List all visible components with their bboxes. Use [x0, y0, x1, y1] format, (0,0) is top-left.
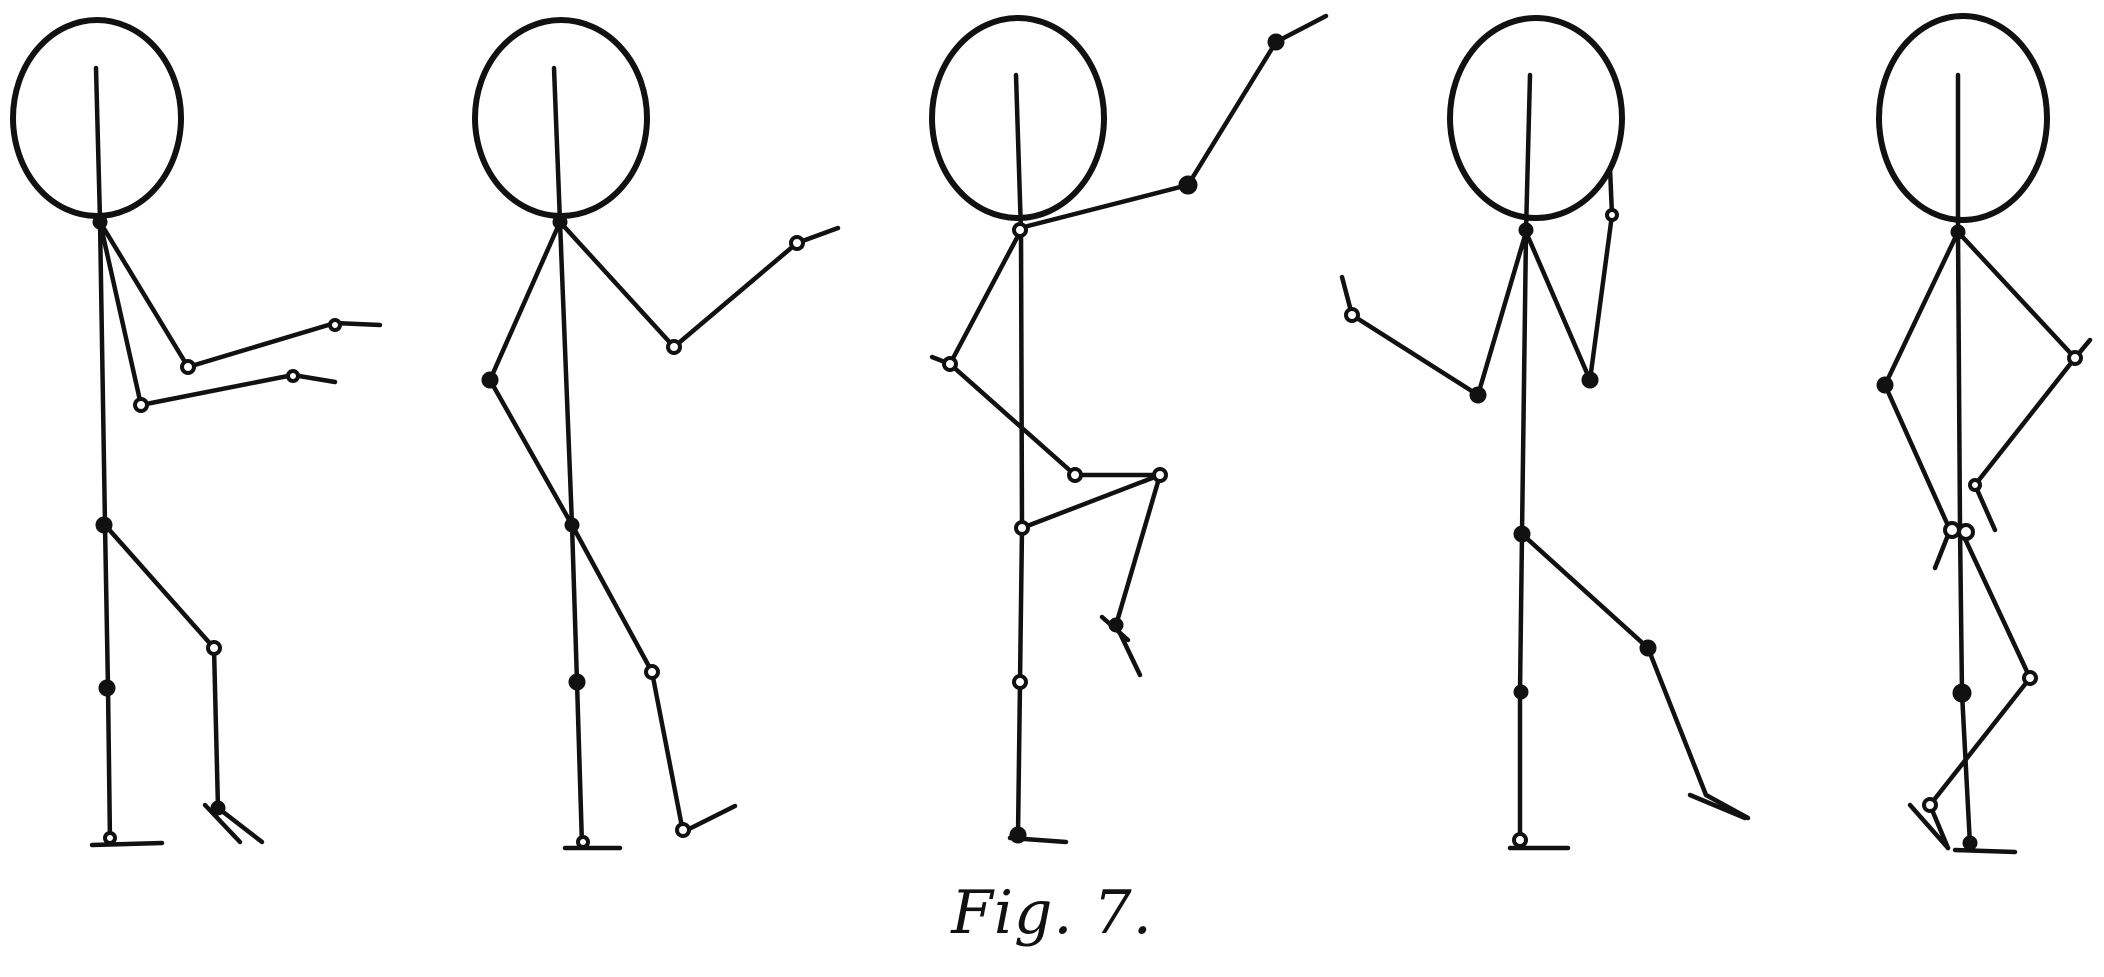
- figure-5-spine: [1955, 72, 1973, 848]
- stick-figure-4: [1339, 15, 1751, 851]
- figure-1-arm-near: [97, 219, 338, 408]
- figure-4-arm-raised: [1339, 229, 1529, 398]
- figure-4-joint: [1513, 525, 1531, 543]
- figure-2-arm-right: [557, 219, 841, 350]
- figure-2-joint: [789, 235, 805, 251]
- figure-1-spine: [93, 65, 113, 845]
- figure-5-joint: [1957, 523, 1975, 541]
- figure-1-joint: [133, 397, 149, 413]
- figure-2-joint: [564, 517, 580, 533]
- figure-5-arm-right: [1955, 229, 2093, 361]
- figure-4-head: [1447, 15, 1625, 221]
- figure-4-joint: [1639, 639, 1657, 657]
- figure-3-joint: [1012, 674, 1028, 690]
- stick-figure-1: [10, 17, 383, 848]
- figure-1-joint: [103, 831, 117, 845]
- figure-3-joint: [942, 356, 958, 372]
- figure-1-joint: [210, 800, 226, 816]
- figure-3-joint: [1178, 175, 1198, 195]
- figure-5-leg-crossed: [1927, 525, 2033, 851]
- figure-4-foot-back: [1687, 792, 1748, 821]
- figure-5-head: [1876, 13, 2050, 223]
- figure-1-joint: [98, 679, 116, 697]
- figure-3-joint: [1009, 826, 1027, 844]
- figure-4-joint: [1513, 684, 1529, 700]
- figure-3-spine: [1013, 72, 1025, 838]
- figure-2-joint: [576, 835, 590, 849]
- figure-5-joint: [1962, 835, 1978, 851]
- figure-1-foot-bent: [202, 802, 243, 845]
- figure-4-joint: [1512, 832, 1528, 848]
- figure-4-joint: [1344, 307, 1360, 323]
- figure-2-joint: [552, 214, 568, 230]
- figure-5-foot-standing: [1952, 847, 2018, 855]
- figure-1-joint: [92, 214, 108, 230]
- figure-2-joint: [675, 822, 691, 838]
- figure-5-joint: [1952, 683, 1972, 703]
- figure-4-joint: [1581, 371, 1599, 389]
- figure-2-joint: [481, 371, 499, 389]
- figure-caption: Fig. 7.: [951, 878, 1153, 948]
- figure-4-spine: [1517, 72, 1533, 848]
- figure-4-joint: [1518, 222, 1534, 238]
- figure-4-leg-back: [1519, 531, 1751, 821]
- figure-3-joint: [1012, 222, 1028, 238]
- figure-1-joint: [328, 318, 342, 332]
- figure-4-arm-near: [1523, 165, 1615, 383]
- figure-5-joint: [1950, 224, 1966, 240]
- figure-1-foot-standing: [89, 840, 165, 848]
- figure-5-joint: [1968, 478, 1982, 492]
- figure-5-forearm-right: [1972, 355, 2078, 533]
- figure-4-joint: [1469, 386, 1487, 404]
- figure-3-head: [929, 15, 1107, 221]
- figure-3-arm-raised: [1017, 13, 1329, 231]
- figure-5-foot-crossed: [1907, 802, 1951, 851]
- figure-5-arm-left: [1882, 229, 1961, 571]
- figure-2-joint: [568, 673, 586, 691]
- figure-2-joint: [666, 339, 682, 355]
- figure-1-joint: [286, 369, 300, 383]
- figure-5-joint: [1943, 521, 1961, 539]
- stick-figure-2: [472, 17, 841, 851]
- figure-4-joint: [1605, 208, 1619, 222]
- figure-2-spine: [551, 65, 585, 848]
- figure-3-arm-lowered: [929, 229, 1023, 367]
- figure-3-joint: [1067, 467, 1083, 483]
- figure-3-joint: [1108, 617, 1124, 633]
- figure-3-joint: [1267, 33, 1285, 51]
- figure-5-joint: [1922, 797, 1938, 813]
- figure-1-joint: [95, 516, 113, 534]
- figure-3-joint: [1014, 520, 1030, 536]
- figure-1-arm-far: [97, 219, 383, 370]
- figure-1-joint: [206, 640, 222, 656]
- figure-5-joint: [2067, 350, 2083, 366]
- figure-3-joint: [1152, 467, 1168, 483]
- figure-1-joint: [180, 359, 196, 375]
- figure-3-leg-lifted: [1019, 472, 1163, 678]
- stick-figure-5: [1876, 13, 2093, 855]
- figure-5-joint: [1876, 376, 1894, 394]
- figure-3-forearm: [947, 361, 1163, 478]
- figure-2-leg-bent: [569, 522, 738, 835]
- stick-figure-3: [929, 13, 1329, 845]
- figure-1-leg-bent: [102, 522, 265, 845]
- figure-2-joint: [644, 664, 660, 680]
- figure-2-head: [472, 17, 650, 219]
- figure-5-joint: [2022, 670, 2038, 686]
